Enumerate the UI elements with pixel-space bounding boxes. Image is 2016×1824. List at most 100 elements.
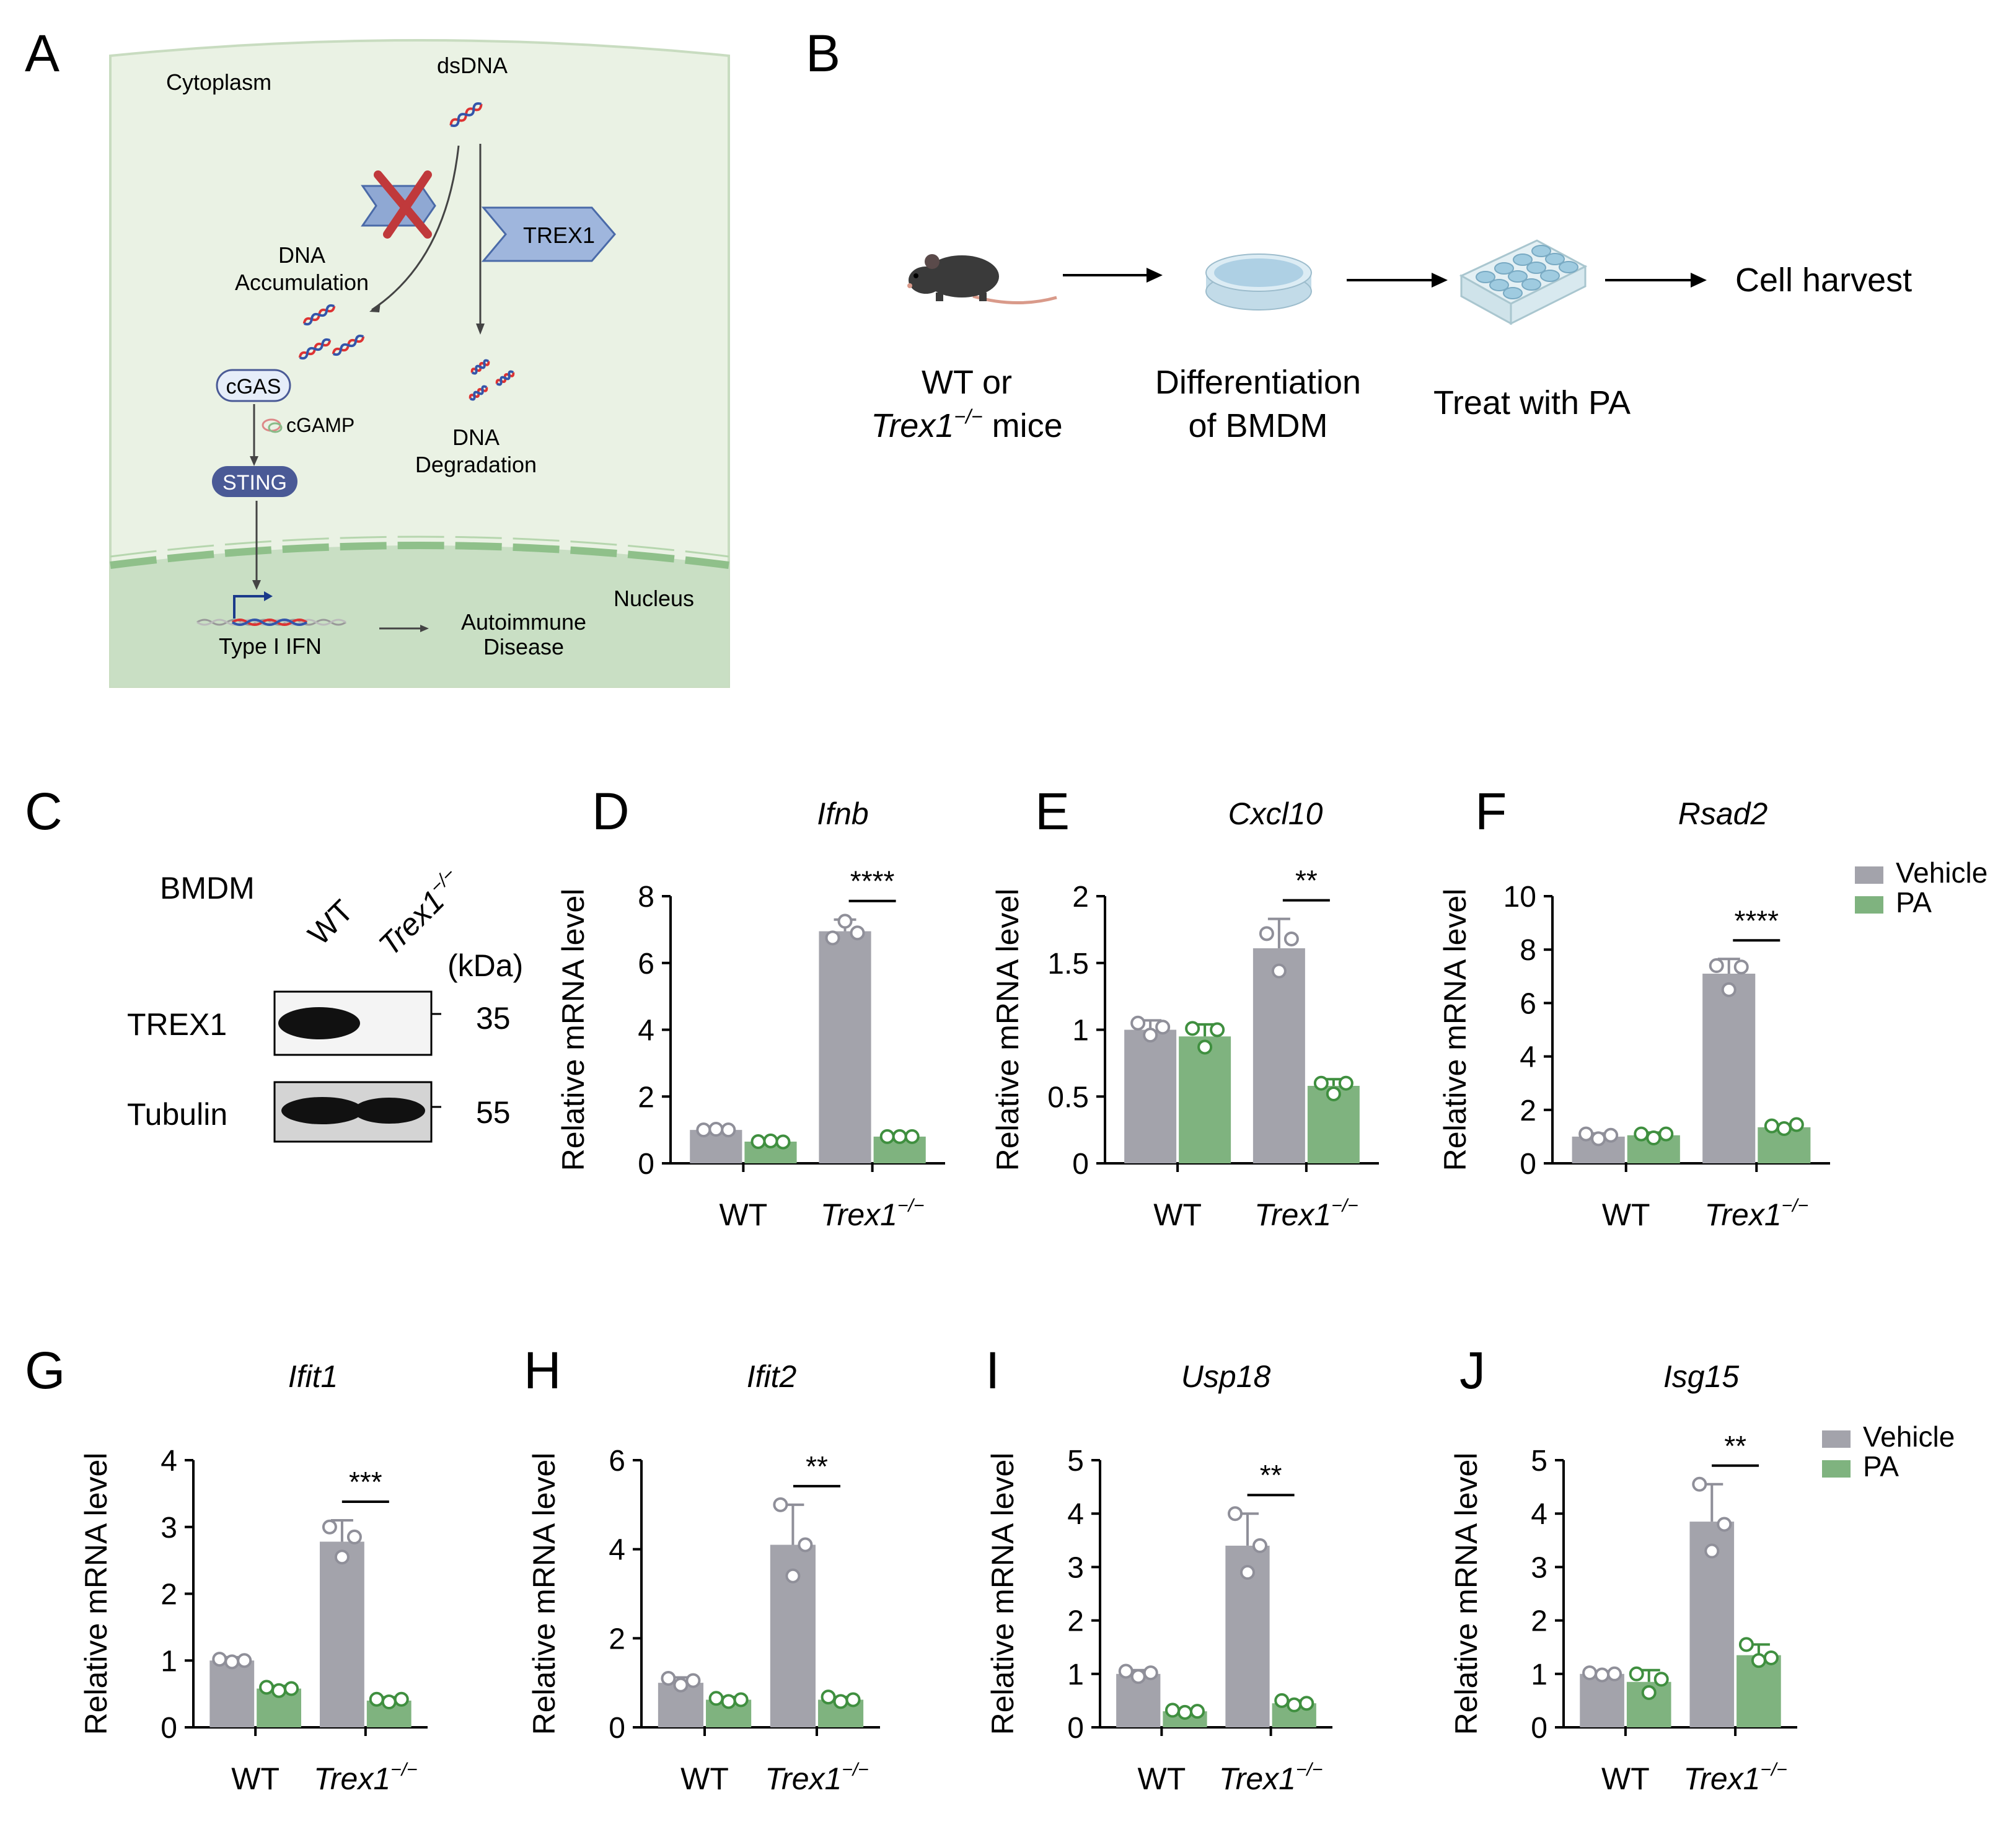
dna-accumulation-label-1: DNA: [278, 242, 325, 268]
lane-wt-label: WT: [301, 893, 360, 952]
data-point: [271, 1683, 287, 1698]
data-point: [1210, 1022, 1225, 1038]
y-tick-label: 0: [1067, 1712, 1084, 1745]
bar: [1124, 1029, 1177, 1163]
legend-label-vehicle: Vehicle: [1863, 1421, 1955, 1453]
type1-ifn-label: Type I IFN: [219, 633, 322, 659]
step-treat: Treat with PA: [1433, 384, 1631, 421]
data-point: [685, 1673, 701, 1688]
kda-35: 35: [476, 1001, 511, 1036]
data-point: [1603, 1127, 1619, 1143]
data-point: [775, 1134, 791, 1150]
panel-a: A Cytoplasm dsDNA TREX1 DNA Accumulation: [25, 24, 730, 688]
y-tick-label: 4: [1520, 1041, 1536, 1074]
data-point: [1646, 1130, 1662, 1146]
data-point: [1658, 1126, 1674, 1142]
step-differentiation-line1: Differentiation: [1155, 364, 1361, 401]
panel-letter-c: C: [25, 782, 63, 840]
data-point: [825, 930, 840, 946]
data-point: [1629, 1666, 1644, 1681]
y-tick-label: 4: [1531, 1498, 1547, 1531]
panel-letter: D: [592, 782, 630, 840]
x-tick-label: Trex1−/−: [765, 1760, 868, 1796]
dna-degradation-label-1: DNA: [452, 425, 500, 450]
x-tick-label: WT: [680, 1761, 729, 1796]
data-point: [1274, 1693, 1290, 1708]
data-point: [845, 1692, 861, 1707]
data-point: [369, 1691, 384, 1707]
data-point: [1299, 1696, 1314, 1711]
arrow-to-accumulation: [371, 145, 460, 311]
y-axis-label: Relative mRNA level: [527, 1453, 561, 1735]
row-trex1-label: TREX1: [127, 1007, 227, 1042]
x-tick-label: WT: [1153, 1197, 1202, 1232]
data-point: [1717, 1517, 1732, 1532]
bar: [209, 1660, 255, 1727]
data-point: [1190, 1704, 1205, 1719]
bar: [1179, 1036, 1231, 1163]
y-tick-label: 0: [1520, 1148, 1536, 1181]
data-point: [821, 1690, 836, 1705]
kda-label: (kDa): [447, 948, 523, 983]
data-point: [1313, 1075, 1329, 1091]
data-point: [673, 1677, 689, 1693]
panel-b: B: [806, 24, 1912, 444]
data-point: [1751, 1653, 1766, 1668]
data-point: [1591, 1131, 1606, 1147]
y-tick-label: 8: [638, 881, 654, 914]
data-point: [1118, 1663, 1133, 1679]
accumulated-dna-icon: [298, 304, 365, 360]
data-point: [1287, 1697, 1302, 1712]
y-tick-label: 4: [638, 1015, 654, 1047]
data-point: [1789, 1117, 1804, 1132]
y-tick-label: 3: [161, 1512, 177, 1544]
data-point: [661, 1670, 676, 1686]
data-point: [394, 1691, 409, 1707]
data-point: [1271, 963, 1287, 979]
chart-title: Ifnb: [817, 796, 868, 831]
y-tick-label: 2: [609, 1623, 625, 1655]
trex1-label: TREX1: [523, 222, 595, 248]
y-tick-label: 1.5: [1047, 948, 1089, 980]
chart-title: Isg15: [1663, 1359, 1740, 1394]
y-tick-label: 4: [609, 1534, 625, 1567]
step-cell-harvest: Cell harvest: [1735, 262, 1912, 299]
x-tick-label: WT: [1602, 1197, 1650, 1232]
y-axis-label: Relative mRNA level: [985, 1453, 1020, 1735]
data-point: [259, 1680, 275, 1695]
panel-letter: F: [1475, 782, 1507, 840]
step-mice-line1: WT or: [922, 364, 1012, 401]
data-point: [1763, 1650, 1779, 1665]
data-point: [850, 925, 865, 941]
band-tubulin-ko: [353, 1098, 425, 1124]
data-point: [1653, 1672, 1669, 1687]
data-point: [284, 1681, 299, 1696]
data-point: [773, 1497, 788, 1512]
sting-label: STING: [222, 471, 287, 495]
data-point: [763, 1133, 778, 1148]
panel-letter: J: [1459, 1341, 1486, 1399]
significance-label: ***: [349, 1466, 382, 1498]
bar: [1580, 1673, 1624, 1727]
data-point: [1704, 1543, 1720, 1559]
y-tick-label: 6: [1520, 987, 1536, 1020]
degraded-dna-icon: [469, 359, 515, 401]
data-point: [798, 1537, 813, 1553]
data-point: [721, 1122, 736, 1138]
y-tick-label: 2: [638, 1081, 654, 1114]
cgas-node: [216, 369, 291, 402]
y-tick-label: 0: [1072, 1148, 1089, 1181]
legend-label-pa: PA: [1863, 1450, 1899, 1483]
bar: [320, 1541, 364, 1727]
sting-node: [212, 466, 297, 497]
data-point: [237, 1653, 252, 1668]
autoimmune-label-2: Disease: [483, 634, 564, 659]
data-point: [1143, 1665, 1158, 1681]
legend-label-pa: PA: [1896, 886, 1932, 919]
y-tick-label: 2: [1067, 1605, 1084, 1638]
data-point: [1228, 1506, 1243, 1522]
y-tick-label: 2: [161, 1579, 177, 1611]
data-point: [334, 1549, 350, 1565]
